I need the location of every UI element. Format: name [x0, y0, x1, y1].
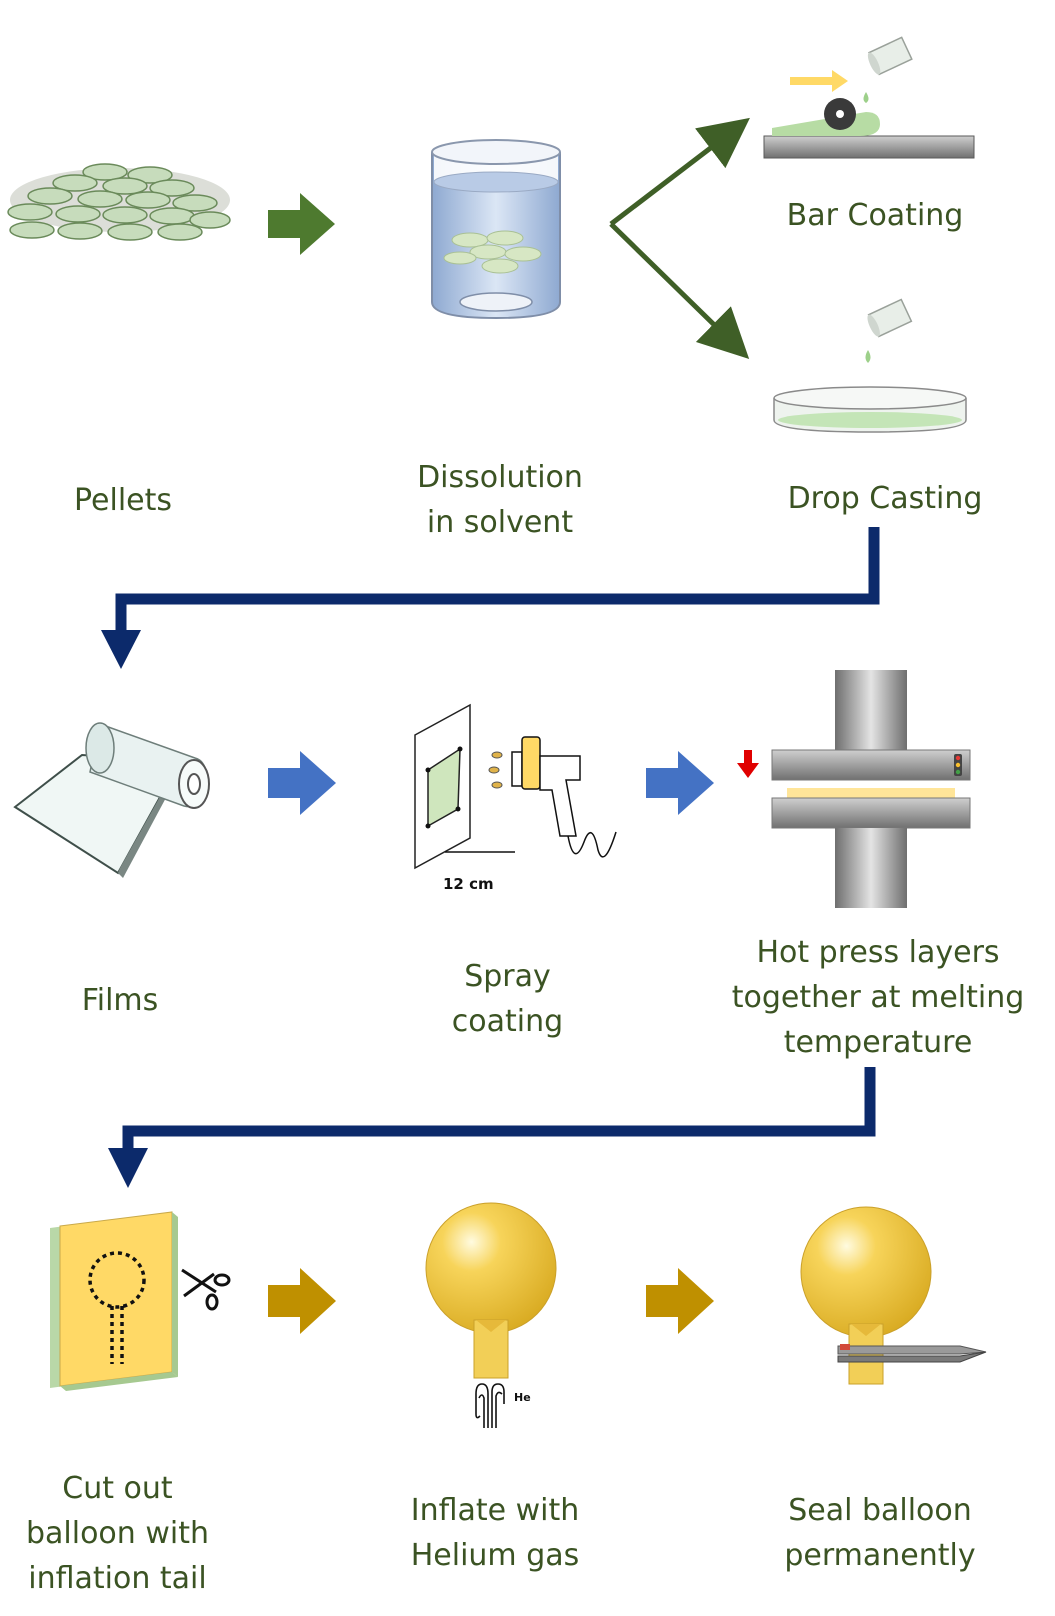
arrow-right-icon — [268, 1268, 336, 1334]
split-arrows — [609, 117, 750, 359]
label-cut-line2: balloon with — [25, 1516, 209, 1551]
arrow-down-icon — [101, 630, 141, 669]
label-inflate-line2: Helium gas — [410, 1538, 580, 1573]
label-bar-coating: Bar Coating — [786, 198, 964, 233]
label-films: Films — [81, 983, 159, 1018]
balloon-icon — [425, 1202, 557, 1379]
bar-coating-icon — [763, 36, 975, 159]
label-dissolution: Dissolution in solvent — [400, 455, 600, 545]
label-spray-distance: 12 cm — [443, 875, 494, 893]
connector-arrow-1 — [115, 527, 880, 630]
arrow-down-icon — [108, 1148, 148, 1188]
label-spray-coating: Spray coating — [420, 954, 595, 1044]
arrow-right-icon — [268, 751, 336, 815]
spray-gun-icon — [414, 703, 617, 870]
label-cut-out: Cut out balloon with inflation tail — [10, 1466, 225, 1601]
label-hotpress-line2: together at melting — [731, 980, 1025, 1015]
cutout-sheet-icon — [50, 1211, 178, 1391]
label-spray-line2: coating — [451, 1004, 564, 1039]
pellets-icon — [7, 163, 231, 241]
arrow-down-icon — [737, 750, 759, 778]
heat-sealer-icon — [837, 1344, 987, 1363]
drop-casting-icon — [773, 298, 967, 433]
label-spray-line1: Spray — [464, 959, 551, 994]
label-dissolution-line1: Dissolution — [417, 460, 583, 495]
label-hotpress-line1: Hot press layers — [756, 935, 1000, 970]
connector-arrow-2 — [122, 1067, 876, 1148]
arrow-right-icon — [646, 751, 714, 815]
film-roll-icon — [13, 722, 210, 878]
label-seal: Seal balloon permanently — [770, 1488, 990, 1578]
arrow-right-icon — [646, 1268, 714, 1334]
arrow-right-icon — [268, 193, 335, 255]
label-inflate-line1: Inflate with — [410, 1493, 580, 1528]
label-cut-line1: Cut out — [62, 1471, 173, 1506]
beaker-icon — [431, 139, 561, 320]
label-hotpress-line3: temperature — [783, 1025, 973, 1060]
label-seal-line2: permanently — [784, 1538, 976, 1573]
label-dissolution-line2: in solvent — [426, 505, 574, 540]
helium-gas-icon — [475, 1383, 505, 1428]
scissors-icon — [181, 1268, 231, 1311]
label-seal-line1: Seal balloon — [788, 1493, 972, 1528]
label-pellets: Pellets — [74, 483, 172, 518]
label-hot-press: Hot press layers together at melting tem… — [718, 930, 1038, 1065]
label-drop-casting: Drop Casting — [787, 481, 983, 516]
label-inflate: Inflate with Helium gas — [395, 1488, 595, 1578]
label-cut-line3: inflation tail — [28, 1561, 207, 1596]
hot-press-icon — [737, 670, 971, 908]
label-helium-symbol: He — [514, 1391, 531, 1404]
